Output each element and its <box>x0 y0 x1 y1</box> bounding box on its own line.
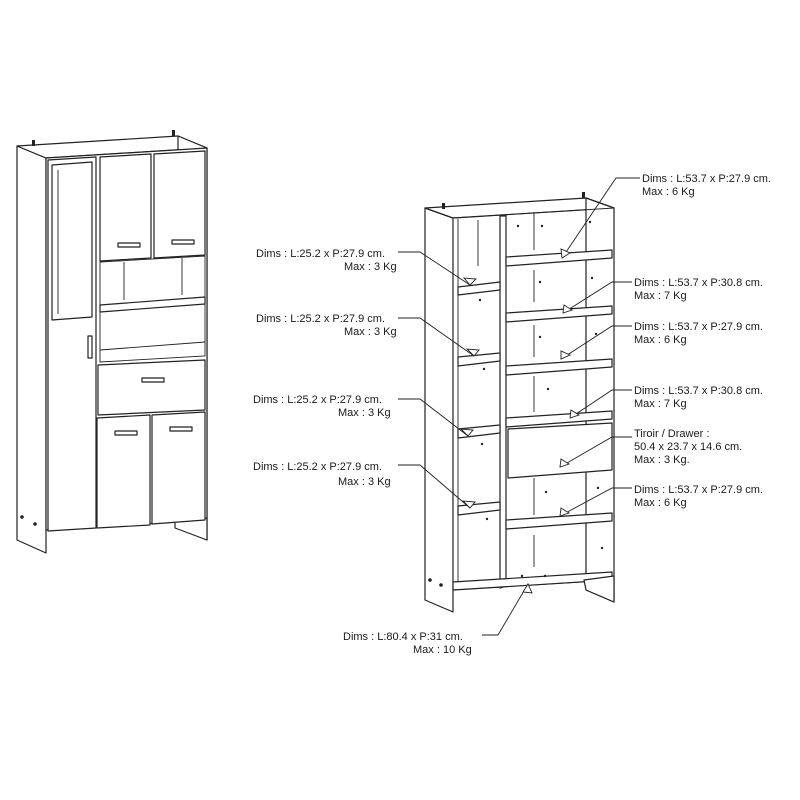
left-shelf-3-dims: Dims : L:25.2 x P:27.9 cm. <box>253 394 382 406</box>
handle-icon <box>141 377 165 383</box>
right-top-dims: Dims : L:53.7 x P:27.9 cm. <box>642 173 771 185</box>
handle-icon <box>117 242 141 248</box>
arrow-pointer-icon <box>560 350 572 360</box>
right-shelf-5-dims: Dims : L:53.7 x P:27.9 cm. <box>634 484 763 496</box>
arrow-pointer-icon <box>461 500 476 509</box>
left-shelf-4-max: Max : 3 Kg <box>338 476 391 488</box>
arrow-pointer-icon <box>459 428 474 437</box>
bottom-max: Max : 10 Kg <box>413 644 472 656</box>
left-shelf-4-dims: Dims : L:25.2 x P:27.9 cm. <box>253 461 382 473</box>
arrow-pointer-icon <box>562 304 574 314</box>
handle-icon <box>87 335 93 359</box>
right-shelf-2-dims: Dims : L:53.7 x P:30.8 cm. <box>634 277 763 289</box>
right-shelf-3 <box>505 358 613 376</box>
arrow-pointer-icon <box>462 277 478 286</box>
open-foot-right <box>583 575 615 603</box>
callout-texts: Dims : L:25.2 x P:27.9 cm. Max : 3 Kg Di… <box>253 173 771 656</box>
cabinet-side-panel <box>16 145 47 554</box>
right-shelf-5 <box>505 512 613 530</box>
closed-cabinet <box>16 130 208 554</box>
handle-icon <box>114 430 138 436</box>
right-shelf-3-max: Max : 6 Kg <box>634 334 687 346</box>
drawer-dims: 50.4 x 23.7 x 14.6 cm. <box>634 441 742 453</box>
glass-panel <box>51 161 93 321</box>
left-shelf-1-dims: Dims : L:25.2 x P:27.9 cm. <box>256 248 385 260</box>
right-shelf-1 <box>505 249 613 267</box>
top-door-right <box>153 150 206 259</box>
drawer-title: Tiroir / Drawer : <box>634 428 709 440</box>
drawer-max: Max : 3 Kg. <box>634 454 690 466</box>
center-divider <box>499 215 507 589</box>
arrow-pointer-icon <box>559 458 571 468</box>
niche-shelf <box>99 296 206 313</box>
arrow-pointer-icon <box>465 348 480 357</box>
left-shelf-2-max: Max : 3 Kg <box>344 326 397 338</box>
open-drawer <box>507 422 613 479</box>
right-shelf-2-max: Max : 7 Kg <box>634 290 687 302</box>
right-shelf-4-dims: Dims : L:53.7 x P:30.8 cm. <box>634 385 763 397</box>
left-shelf-1 <box>457 281 501 296</box>
right-shelf-2 <box>505 305 613 323</box>
arrow-pointer-icon <box>559 507 571 517</box>
left-shelf-2-dims: Dims : L:25.2 x P:27.9 cm. <box>256 313 385 325</box>
arrow-pointer-icon <box>569 409 581 419</box>
right-shelf-4-max: Max : 7 Kg <box>634 398 687 410</box>
right-top-max: Max : 6 Kg <box>642 186 695 198</box>
right-shelf-5-max: Max : 6 Kg <box>634 497 687 509</box>
left-shelf-3-max: Max : 3 Kg <box>338 407 391 419</box>
cabinet-drawer <box>97 359 206 416</box>
top-door-left <box>99 153 152 262</box>
handle-icon <box>171 239 195 245</box>
left-shelf-4 <box>457 501 501 516</box>
arrow-pointer-icon <box>522 583 533 594</box>
open-side-panel <box>424 207 454 613</box>
left-shelf-2 <box>457 352 501 367</box>
arrow-pointer-icon <box>560 248 571 259</box>
right-shelf-3-dims: Dims : L:53.7 x P:27.9 cm. <box>634 321 763 333</box>
handle-icon <box>169 426 193 432</box>
left-shelf-1-max: Max : 3 Kg <box>344 261 397 273</box>
bottom-door-right <box>151 411 206 525</box>
leader-lines <box>398 177 640 636</box>
bottom-dims: Dims : L:80.4 x P:31 cm. <box>343 631 463 643</box>
bottom-door-left <box>96 414 151 529</box>
open-cabinet <box>424 192 615 613</box>
